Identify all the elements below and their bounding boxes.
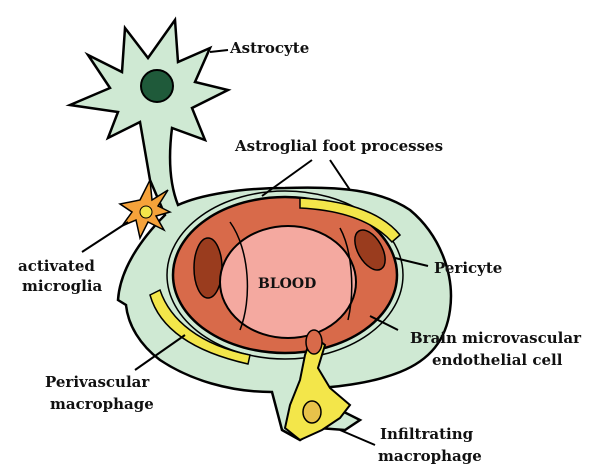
label-activated-microglia-1: activated [18, 258, 95, 275]
label-foot-processes: Astroglial foot processes [235, 138, 443, 155]
label-infiltrating-2: macrophage [378, 448, 482, 465]
label-infiltrating-1: Infiltrating [380, 426, 473, 443]
label-astrocyte: Astrocyte [230, 40, 309, 57]
label-blood: BLOOD [258, 276, 316, 293]
macrophage-nucleus [303, 401, 321, 423]
astrocyte-nucleus [141, 70, 173, 102]
label-perivascular-2: macrophage [50, 396, 154, 413]
leader-astrocyte [210, 50, 228, 52]
macrophage-pseudopod [306, 330, 322, 354]
leader-infiltrating [340, 430, 375, 445]
label-perivascular-1: Perivascular [45, 374, 149, 391]
leader-foot-2 [330, 160, 350, 190]
label-activated-microglia-2: microglia [22, 278, 102, 295]
label-pericyte: Pericyte [434, 260, 502, 277]
endothelial-cell [194, 238, 222, 298]
label-endothelial-1: Brain microvascular [410, 330, 581, 347]
label-endothelial-2: endothelial cell [432, 352, 562, 369]
leader-microglia [82, 222, 128, 252]
